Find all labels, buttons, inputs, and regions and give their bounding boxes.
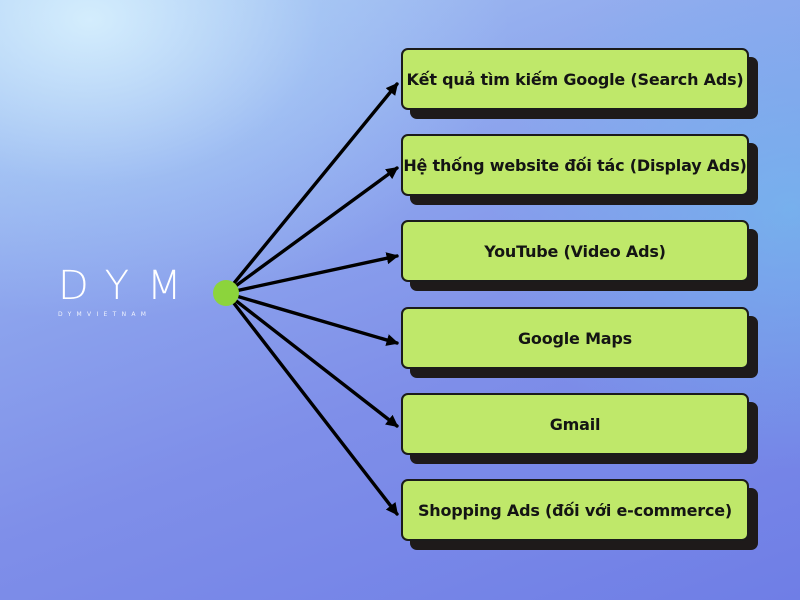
channel-label: Shopping Ads (đối với e-commerce) xyxy=(401,479,749,541)
channel-label: Gmail xyxy=(401,393,749,455)
channel-box-display-ads: Hệ thống website đối tác (Display Ads) xyxy=(401,134,758,205)
arrow-to-google-maps xyxy=(224,291,399,346)
logo-title: DYM xyxy=(58,263,200,309)
arrow-to-shopping-ads xyxy=(224,291,399,516)
arrow-to-gmail xyxy=(224,291,399,428)
channel-box-shopping-ads: Shopping Ads (đối với e-commerce) xyxy=(401,479,758,550)
channel-label: Google Maps xyxy=(401,307,749,369)
channel-box-gmail: Gmail xyxy=(401,393,758,464)
logo-subtitle: DYMVIETNAM xyxy=(58,311,152,318)
arrow-to-video-ads xyxy=(224,252,399,295)
hub-dot xyxy=(213,280,239,306)
channel-label: YouTube (Video Ads) xyxy=(401,220,749,282)
dym-logo: DYM DYMVIETNAM xyxy=(58,266,218,318)
channel-box-google-maps: Google Maps xyxy=(401,307,758,378)
arrow-to-search-ads xyxy=(224,82,399,295)
channel-box-search-ads: Kết quả tìm kiếm Google (Search Ads) xyxy=(401,48,758,119)
channel-label: Kết quả tìm kiếm Google (Search Ads) xyxy=(401,48,749,110)
channel-label: Hệ thống website đối tác (Display Ads) xyxy=(401,134,749,196)
channel-box-video-ads: YouTube (Video Ads) xyxy=(401,220,758,291)
arrow-to-display-ads xyxy=(224,166,399,295)
